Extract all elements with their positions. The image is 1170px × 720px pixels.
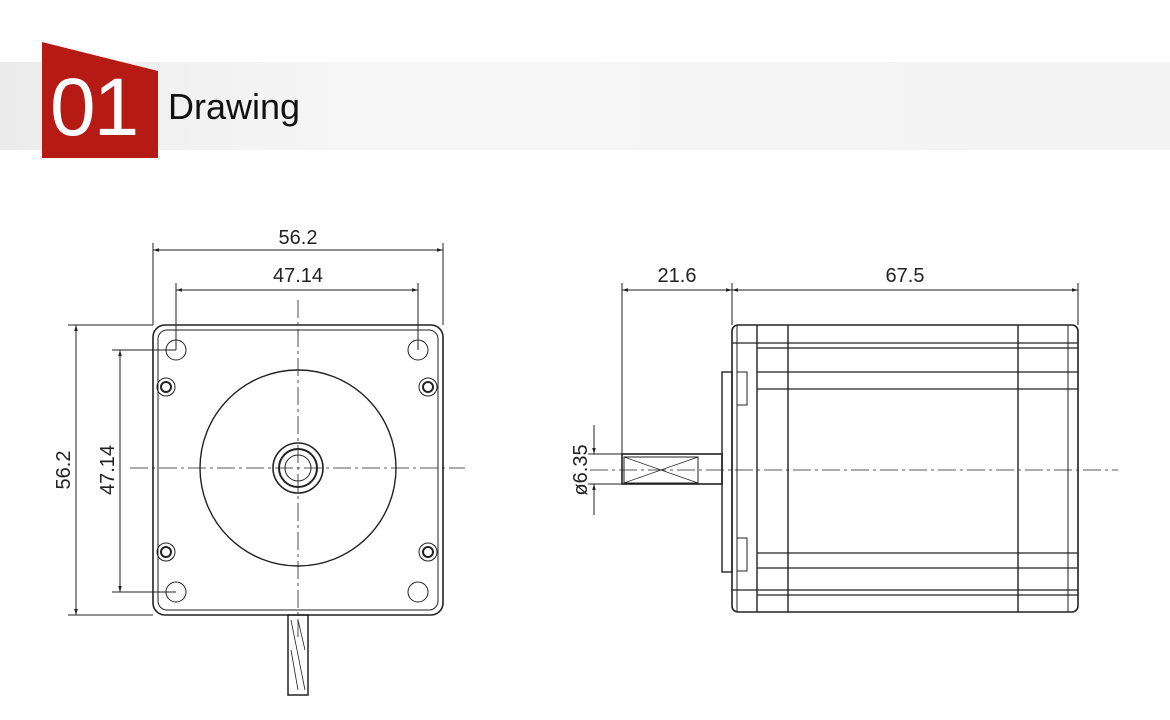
mount-holes — [156, 339, 438, 603]
section-number: 01 — [50, 62, 139, 153]
dim-hole-spacing-v: 47.14 — [97, 445, 119, 495]
dim-shaft-length: 21.6 — [658, 265, 697, 287]
dim-width: 56.2 — [279, 227, 318, 249]
dim-hole-spacing-h: 47.14 — [273, 265, 323, 287]
section-title: Drawing — [168, 86, 301, 127]
dim-height: 56.2 — [53, 451, 75, 490]
dim-body-length: 67.5 — [886, 265, 925, 287]
dim-shaft-diameter: ø6.35 — [570, 444, 592, 495]
front-view — [68, 243, 465, 696]
side-view — [588, 283, 1118, 613]
header-banner — [0, 62, 1170, 150]
